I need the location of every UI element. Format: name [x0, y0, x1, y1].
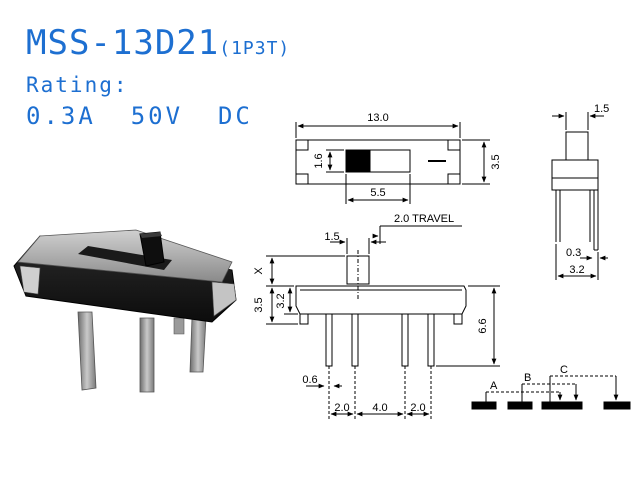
- dim-slot-height: 1.6: [313, 153, 325, 168]
- model-number: MSS-13D21: [26, 23, 220, 63]
- rating-value: 0.3A 50V DC: [26, 102, 253, 130]
- switch-photo: [13, 229, 237, 393]
- top-view-drawing: [295, 122, 490, 204]
- dim-pin-width: 0.6: [302, 374, 317, 386]
- side-view-labels: 1.5 2.0 TRAVEL X 3.5 3.2 6.6 0.6 2.0 4.0…: [253, 213, 489, 414]
- dim-pitch-center: 4.0: [372, 402, 387, 414]
- dim-pin-thickness: 0.3: [566, 247, 581, 259]
- dim-pitch-left: 2.0: [334, 402, 349, 414]
- end-view-drawing: [551, 112, 608, 280]
- dim-body-height: 3.5: [253, 297, 265, 312]
- dim-overall-length: 13.0: [367, 112, 388, 124]
- dim-total-height: 6.6: [477, 318, 489, 333]
- terminal-b-label: B: [524, 372, 531, 384]
- pole-config: (1P3T): [219, 38, 291, 59]
- schematic-labels: A B C: [490, 364, 568, 392]
- side-view-drawing: [266, 225, 500, 420]
- dim-pin-offset: 3.2: [275, 293, 287, 308]
- dim-slot-length: 5.5: [370, 187, 385, 199]
- dim-actuator-width: 1.5: [324, 231, 339, 243]
- model-title: MSS-13D21(1P3T): [26, 24, 290, 68]
- dim-travel: 2.0 TRAVEL: [394, 213, 454, 225]
- terminal-a-label: A: [490, 380, 498, 392]
- circuit-schematic: [471, 375, 631, 410]
- dim-pitch-right: 2.0: [410, 402, 425, 414]
- rating-label: Rating:: [26, 73, 129, 97]
- end-view-labels: 1.5 0.3 3.2: [566, 103, 609, 276]
- dim-end-actuator-width: 1.5: [594, 103, 609, 115]
- top-view-labels: 13.0 3.5 1.6 5.5: [313, 112, 502, 199]
- title-block: MSS-13D21(1P3T) Rating: 0.3A 50V DC: [26, 24, 290, 132]
- dim-pin-span: 3.2: [569, 264, 584, 276]
- dim-width: 3.5: [490, 154, 502, 169]
- terminal-c-label: C: [560, 364, 568, 376]
- dim-actuator-height: X: [253, 267, 265, 275]
